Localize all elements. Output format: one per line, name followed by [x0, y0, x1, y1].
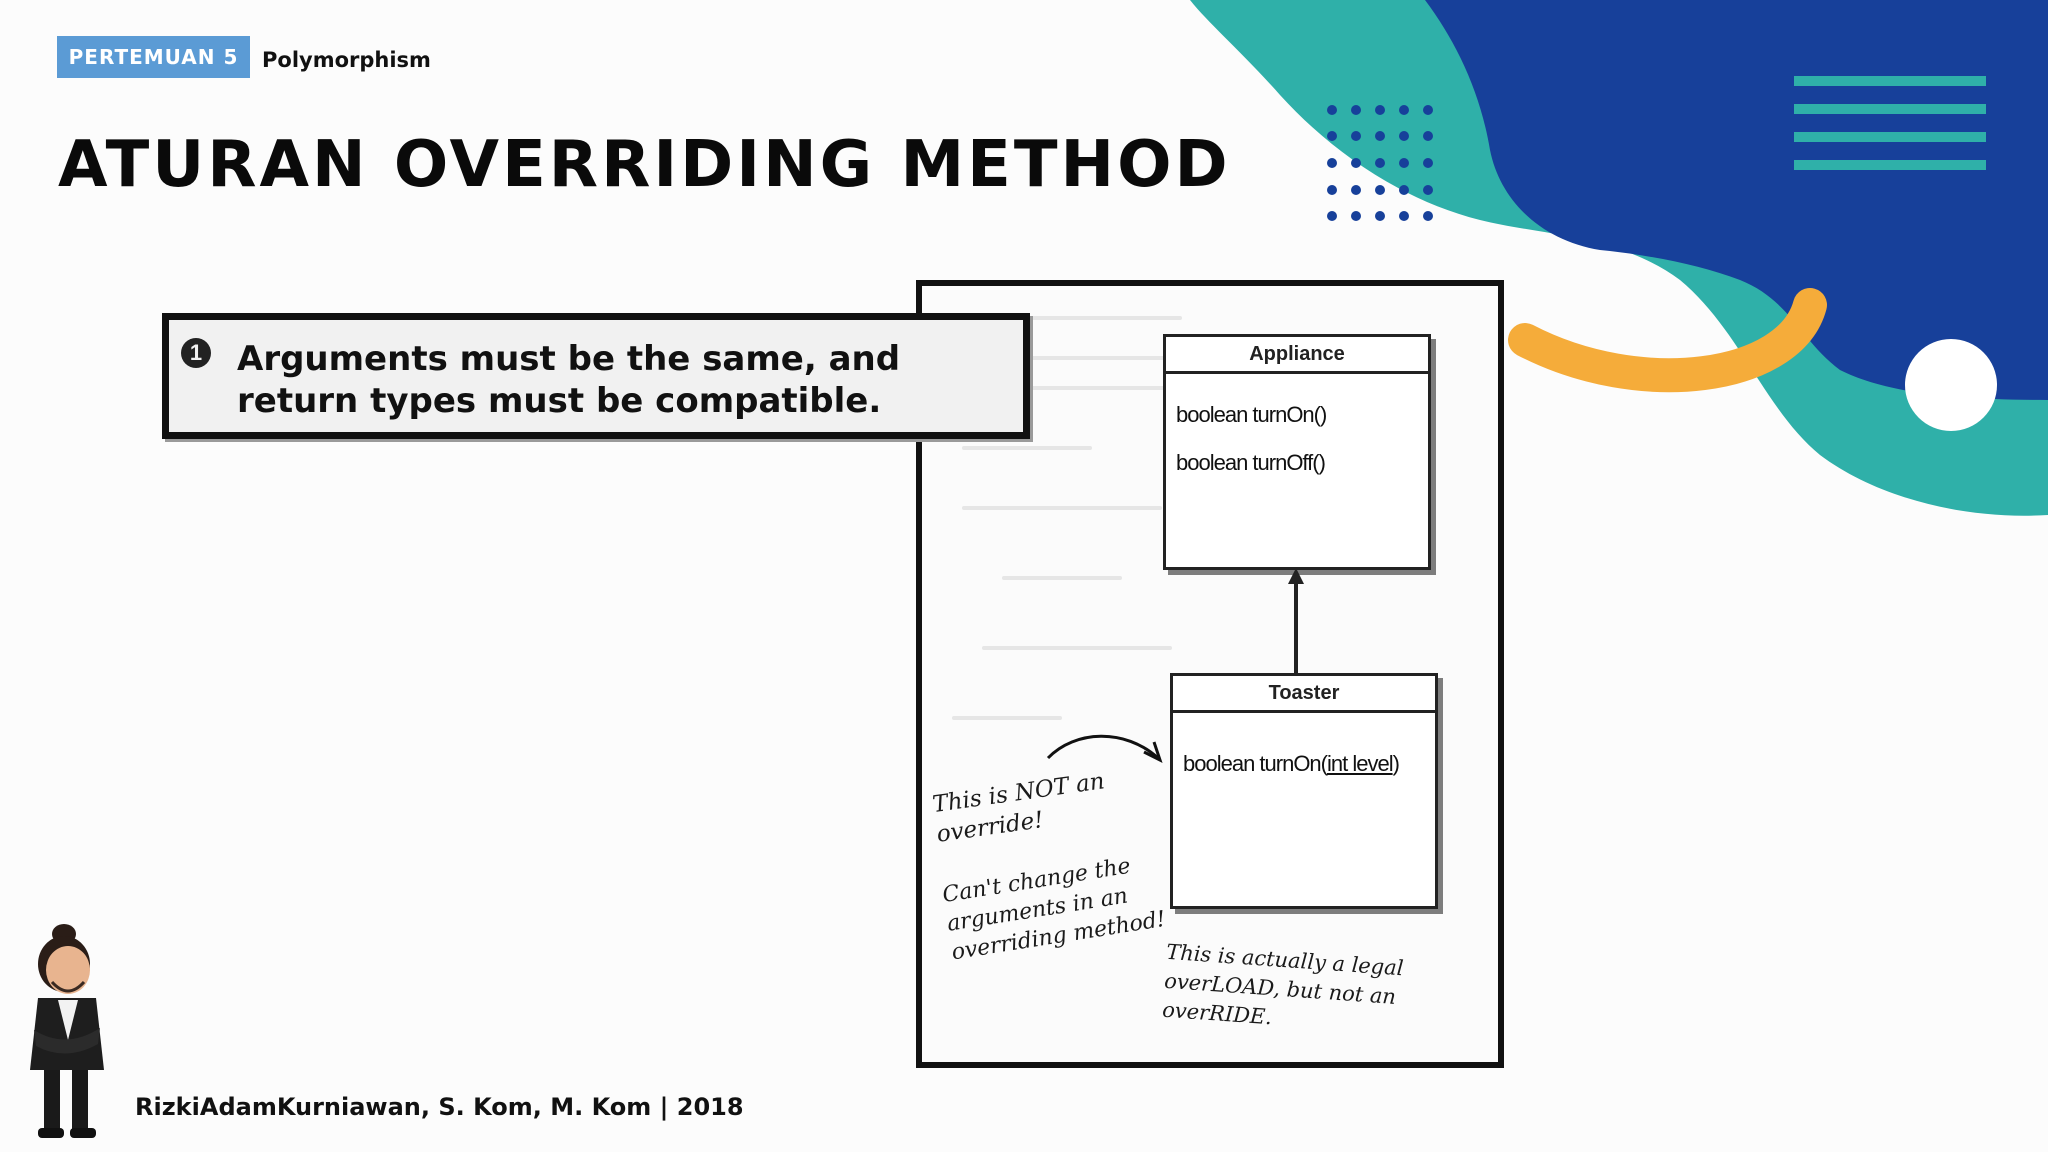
footer-credit: RizkiAdamKurniawan, S. Kom, M. Kom | 201…	[135, 1093, 744, 1121]
faint-text-line	[962, 446, 1092, 450]
toaster-method-suffix: )	[1392, 751, 1400, 776]
faint-text-line	[962, 506, 1162, 510]
rule-number-badge: 1	[181, 338, 211, 368]
uml-class-toaster: Toaster boolean turnOn(int level)	[1170, 673, 1438, 909]
white-circle	[1905, 339, 1997, 431]
faint-text-line	[1032, 316, 1182, 320]
session-badge: PERTEMUAN 5	[57, 36, 250, 78]
presenter-avatar-icon	[30, 924, 104, 1138]
faint-text-line	[982, 646, 1172, 650]
toaster-class-name: Toaster	[1173, 676, 1435, 713]
decorative-corner-shapes	[1190, 0, 2048, 516]
topic-label: Polymorphism	[262, 48, 431, 72]
faint-text-line	[952, 386, 1172, 390]
navy-blob	[1425, 0, 2048, 400]
orange-arc	[1508, 288, 1827, 393]
appliance-class-name: Appliance	[1166, 337, 1428, 374]
dot-grid-icon	[1327, 105, 1433, 221]
faint-text-line	[1022, 356, 1192, 360]
inheritance-arrow	[1288, 568, 1304, 674]
toaster-method: boolean turnOn(int level)	[1173, 751, 1435, 777]
toaster-method-prefix: boolean turnOn(	[1183, 751, 1328, 776]
rule-callout: 1 Arguments must be the same, and return…	[162, 313, 1030, 439]
appliance-method: boolean turnOff()	[1176, 450, 1326, 475]
toaster-method-arg: int level	[1327, 751, 1394, 776]
striped-lines-icon	[1794, 76, 1986, 170]
note-legal-overload: This is actually a legal overLOAD, but n…	[1161, 938, 1404, 1041]
faint-text-line	[1002, 576, 1122, 580]
rule-text: Arguments must be the same, and return t…	[237, 339, 901, 421]
uml-class-appliance: Appliance boolean turnOn() boolean turnO…	[1163, 334, 1431, 570]
handwritten-arrow	[1046, 734, 1163, 763]
appliance-method: boolean turnOn()	[1176, 402, 1327, 427]
slide-title: ATURAN OVERRIDING METHOD	[58, 128, 1231, 202]
faint-text-line	[952, 716, 1062, 720]
